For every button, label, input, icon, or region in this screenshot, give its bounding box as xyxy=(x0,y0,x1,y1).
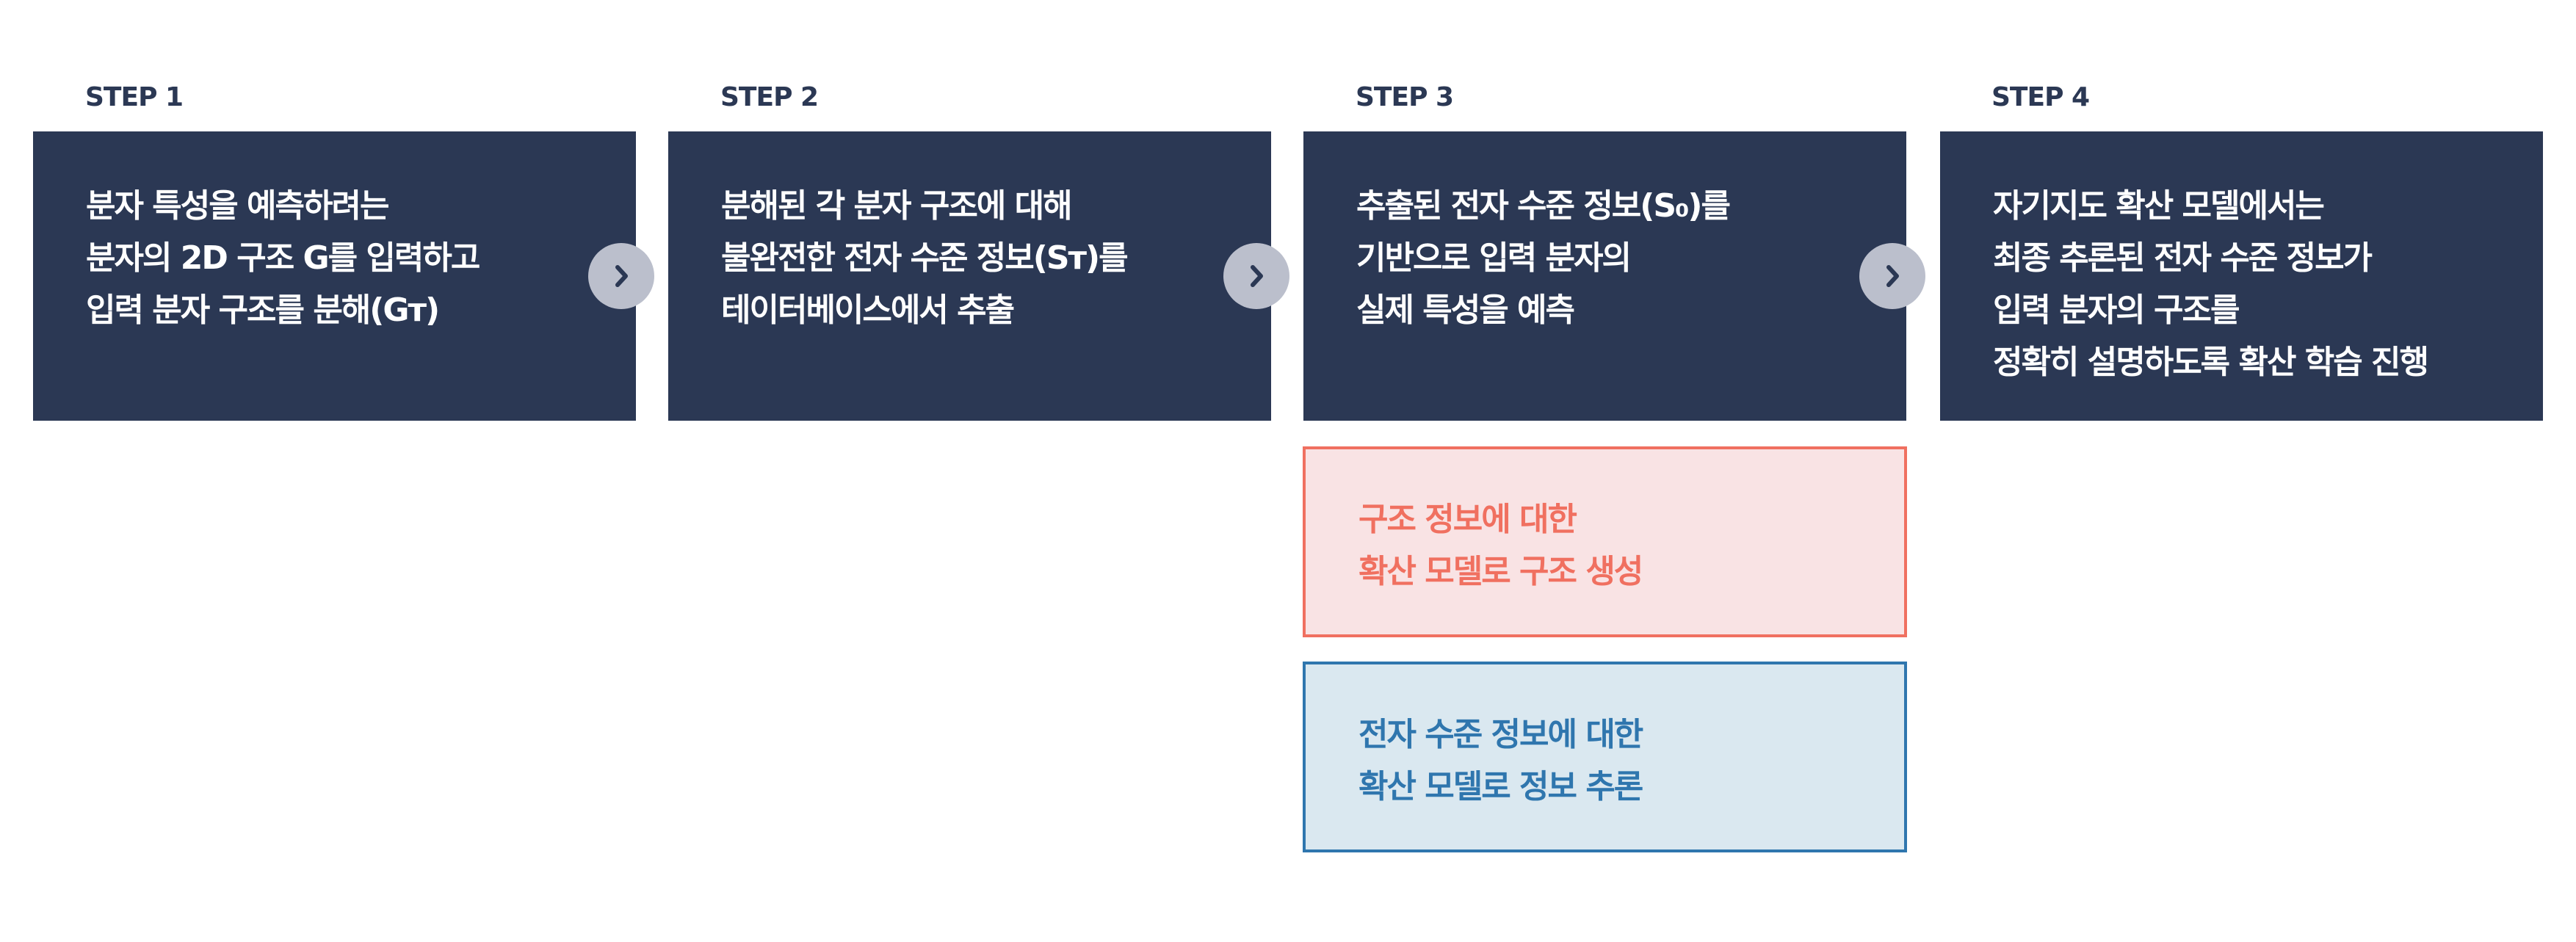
step-text-line: 테이터베이스에서 추출 xyxy=(721,291,1015,329)
structure-text-line: 구조 정보에 대한 xyxy=(1358,501,1577,538)
step-2-label: STEP 2 xyxy=(720,82,819,112)
step-text-line: 분자 특성을 예측하려는 xyxy=(86,187,389,225)
step-text-line: 입력 분자의 구조를 xyxy=(1993,291,2240,329)
electronic-text-line: 확산 모델로 정보 추론 xyxy=(1358,768,1643,805)
step-text-line: 실제 특성을 예측 xyxy=(1356,291,1575,329)
step-text-line: 추출된 전자 수준 정보(S₀)를 xyxy=(1356,187,1731,225)
step-text-line: 자기지도 확산 모델에서는 xyxy=(1993,187,2325,225)
step-text-line: 불완전한 전자 수준 정보(Sт)를 xyxy=(721,239,1129,277)
step-text-line: 분해된 각 분자 구조에 대해 xyxy=(721,187,1073,225)
electronic-diffusion-box: 전자 수준 정보에 대한 확산 모델로 정보 추론 xyxy=(1303,662,1907,852)
step-1-label: STEP 1 xyxy=(85,82,184,112)
electronic-text-line: 전자 수준 정보에 대한 xyxy=(1358,716,1643,753)
chevron-right-icon xyxy=(1223,243,1289,309)
step-text-line: 분자의 2D 구조 G를 입력하고 xyxy=(86,239,480,277)
step-4-box: 자기지도 확산 모델에서는 최종 추론된 전자 수준 정보가 입력 분자의 구조… xyxy=(1940,131,2543,421)
step-1-box: 분자 특성을 예측하려는 분자의 2D 구조 G를 입력하고 입력 분자 구조를… xyxy=(33,131,636,421)
structure-diffusion-box: 구조 정보에 대한 확산 모델로 구조 생성 xyxy=(1303,446,1907,637)
step-text-line: 기반으로 입력 분자의 xyxy=(1356,239,1632,277)
step-text-line: 정확히 설명하도록 확산 학습 진행 xyxy=(1993,344,2429,381)
step-3-label: STEP 3 xyxy=(1356,82,1454,112)
step-3-box: 추출된 전자 수준 정보(S₀)를 기반으로 입력 분자의 실제 특성을 예측 xyxy=(1303,131,1906,421)
step-2-box: 분해된 각 분자 구조에 대해 불완전한 전자 수준 정보(Sт)를 테이터베이… xyxy=(668,131,1271,421)
structure-text-line: 확산 모델로 구조 생성 xyxy=(1358,553,1643,590)
chevron-right-icon xyxy=(588,243,654,309)
step-text-line: 입력 분자 구조를 분해(Gт) xyxy=(86,291,440,329)
step-text-line: 최종 추론된 전자 수준 정보가 xyxy=(1993,239,2373,277)
step-4-label: STEP 4 xyxy=(1991,82,2090,112)
chevron-right-icon xyxy=(1859,243,1925,309)
